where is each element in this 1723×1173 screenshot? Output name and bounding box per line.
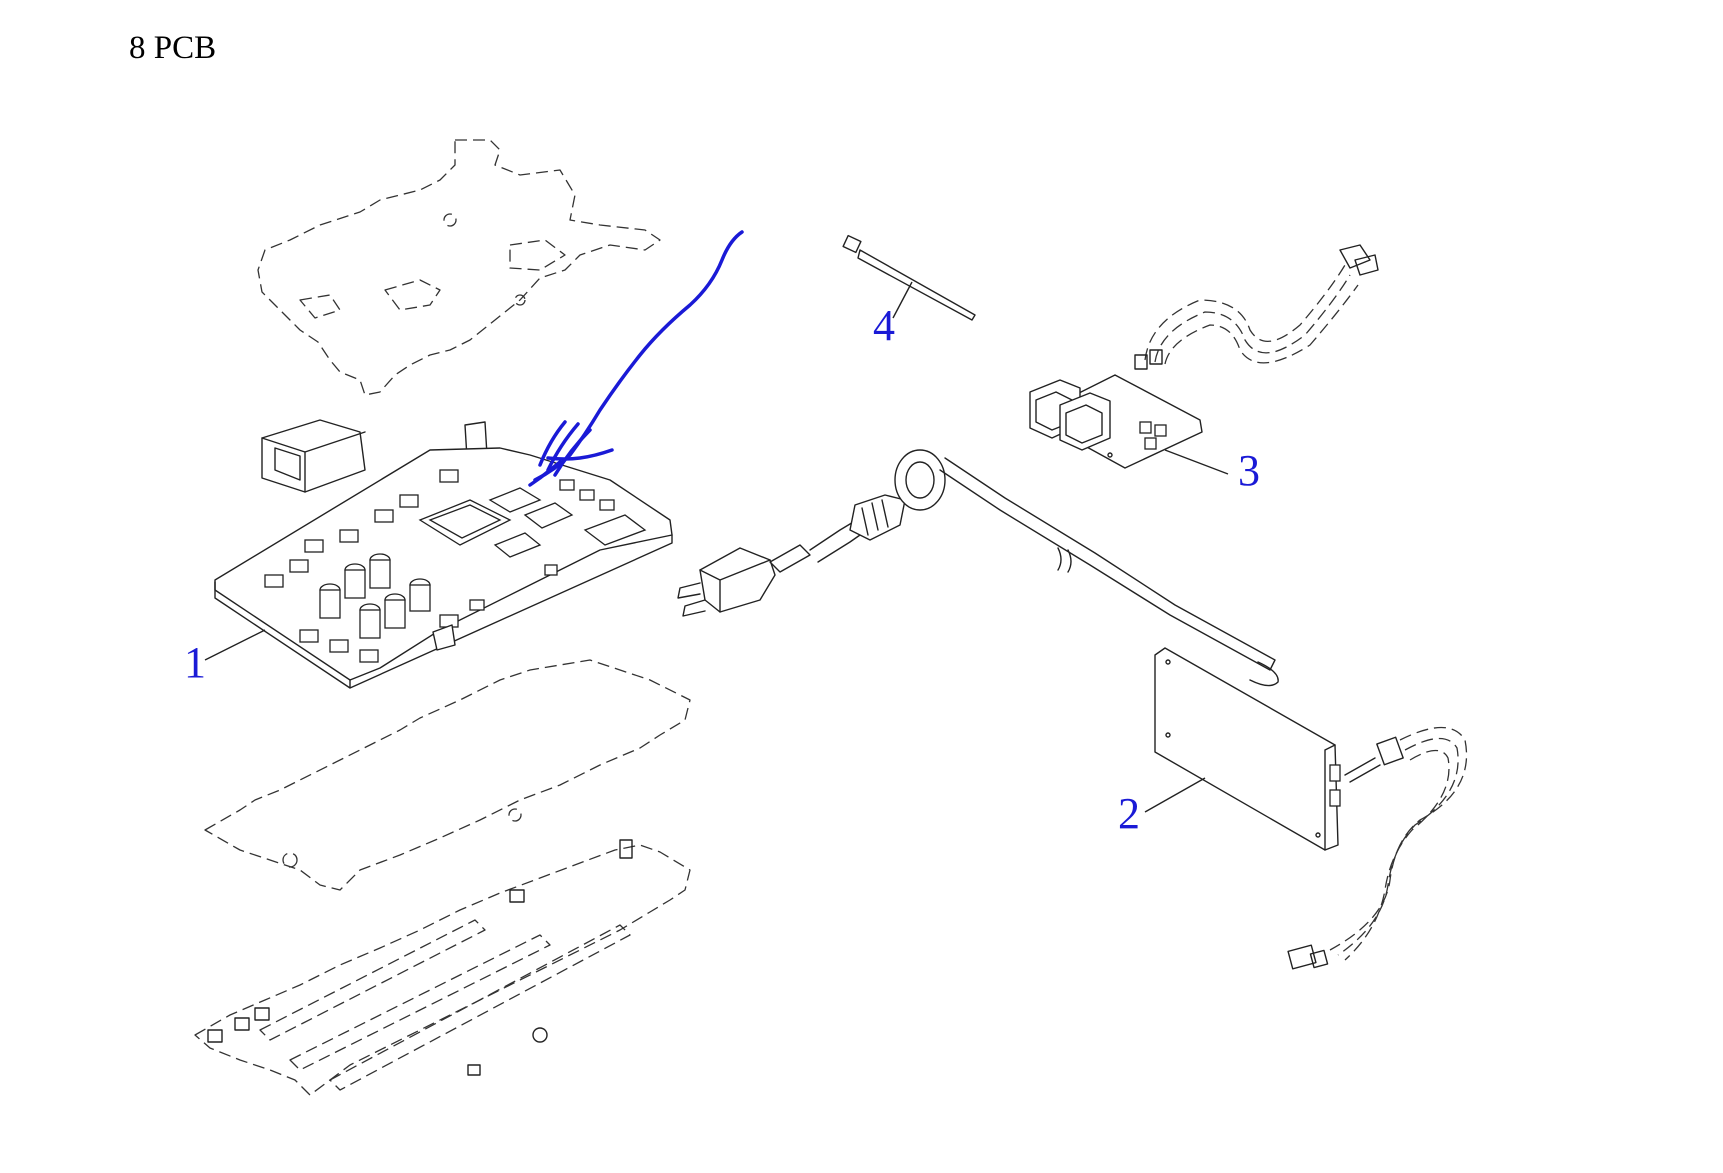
- callout-label-3: 3: [1238, 446, 1260, 495]
- cable-tie: [842, 234, 976, 321]
- callout-label-4: 4: [873, 301, 895, 350]
- power-supply-board: [1154, 647, 1341, 851]
- leader-line-2: [1144, 777, 1206, 813]
- callout-label-1: 1: [184, 638, 206, 687]
- interface-board: [1029, 374, 1203, 469]
- psu-harness-dashed: [1287, 727, 1468, 970]
- leader-line-4: [892, 281, 913, 319]
- page-title: 8 PCB: [129, 30, 217, 66]
- bottom-plate-dashed: [194, 839, 691, 1096]
- leader-line-1: [204, 629, 266, 661]
- leader-line-3: [1164, 449, 1229, 475]
- top-shield-dashed: [257, 139, 661, 396]
- main-pcb: [214, 447, 673, 689]
- interface-harness-dashed: [1134, 244, 1379, 370]
- callout-label-2: 2: [1118, 789, 1140, 838]
- insulator-sheet-dashed: [204, 659, 691, 891]
- power-cord: [677, 449, 1279, 687]
- handwritten-annotation-arrow: [528, 230, 744, 487]
